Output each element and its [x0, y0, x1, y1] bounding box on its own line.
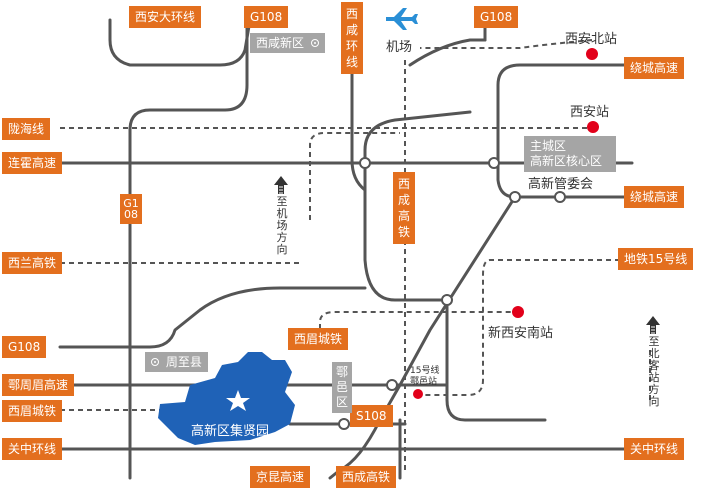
inner-ring-road: [445, 298, 547, 422]
lianhuo-label: 连霍高速: [2, 152, 63, 174]
junction: [338, 418, 350, 430]
station-dot-xian: [587, 121, 599, 133]
g108-left-label: G108: [2, 336, 47, 358]
target-icon: [151, 358, 159, 366]
airport-route: [309, 132, 400, 220]
g108-top-right-label: G108: [474, 6, 519, 28]
plane-icon: [386, 8, 418, 30]
new-xian-south-label: 新西安南站: [488, 326, 554, 341]
ximei-rail-left-label: 西眉城铁: [2, 400, 63, 422]
guanzhong-left-label: 关中环线: [2, 438, 63, 460]
ximei-rail-mid-label: 西眉城铁: [288, 328, 349, 350]
xian-ring-label: 西安大环线: [129, 6, 202, 28]
district-huyi: 鄠邑区: [332, 362, 352, 413]
airport-label: 机场: [386, 40, 413, 55]
highlight-label: 高新区集贤园: [191, 424, 270, 439]
highlight-area: [158, 352, 295, 445]
xian-station-label: 西安站: [570, 105, 610, 120]
xian-north-label: 西安北站: [565, 32, 618, 47]
junction: [386, 379, 398, 391]
central-loop-road: [363, 110, 472, 192]
district-xixian-text: 西咸新区: [256, 36, 305, 50]
junction: [488, 157, 500, 169]
xicheng-bottom-label: 西成高铁: [336, 466, 397, 488]
arrow-up-icon: [646, 316, 660, 334]
ximei-rail-mid: [319, 311, 517, 347]
humei-label: 鄠周眉高速: [2, 374, 75, 396]
xian-ring-road: [108, 18, 252, 67]
jingkun-label: 京昆高速: [250, 466, 311, 488]
guanzhong-right-label: 关中环线: [624, 438, 685, 460]
station-dot-new-xian-south: [512, 306, 524, 318]
xicheng-hsr-label: 西成高铁: [393, 172, 415, 244]
to-north-station-text: 至北客站方向: [648, 335, 660, 408]
junction: [554, 191, 566, 203]
district-zhouzhi-text: 周至县: [165, 355, 202, 369]
district-core: 主城区 高新区核心区: [524, 136, 616, 172]
district-zhouzhi: 周至县: [145, 352, 208, 372]
raocheng-upper-road: [496, 63, 634, 162]
raocheng-top-label: 绕城高速: [624, 57, 685, 79]
xixian-ring-road: [350, 18, 449, 302]
g108-vertical-road: [128, 18, 249, 480]
junction: [509, 191, 521, 203]
station-dot-xian-north: [586, 48, 598, 60]
s108-label: S108: [350, 405, 393, 427]
xilan-hsr-label: 西兰高铁: [2, 252, 63, 274]
target-icon: [310, 39, 319, 47]
line15-huyi-label: 15号线 鄠邑站: [410, 366, 440, 387]
gaoxin-committee-label: 高新管委会: [528, 177, 594, 192]
g108-top-label: G108: [244, 6, 289, 28]
longhai-label: 陇海线: [2, 118, 51, 140]
junction: [441, 294, 453, 306]
to-airport-text: 至机场方向: [276, 195, 288, 256]
station-dot-huyi: [413, 389, 423, 399]
metro15-rail: [420, 259, 620, 396]
top-right-ring-road: [408, 38, 487, 67]
g108-vertical-label: G108: [120, 194, 142, 224]
north-station-route: [420, 39, 593, 49]
raocheng-right-label: 绕城高速: [624, 186, 685, 208]
star-icon: [226, 390, 250, 411]
xixian-ring-label: 西咸环线: [341, 2, 363, 74]
arrow-up-icon: [274, 176, 288, 194]
district-xixian: 西咸新区: [250, 33, 325, 53]
metro15-label: 地铁15号线: [618, 248, 694, 270]
junction: [359, 157, 371, 169]
g108-lower-road: [58, 286, 367, 349]
